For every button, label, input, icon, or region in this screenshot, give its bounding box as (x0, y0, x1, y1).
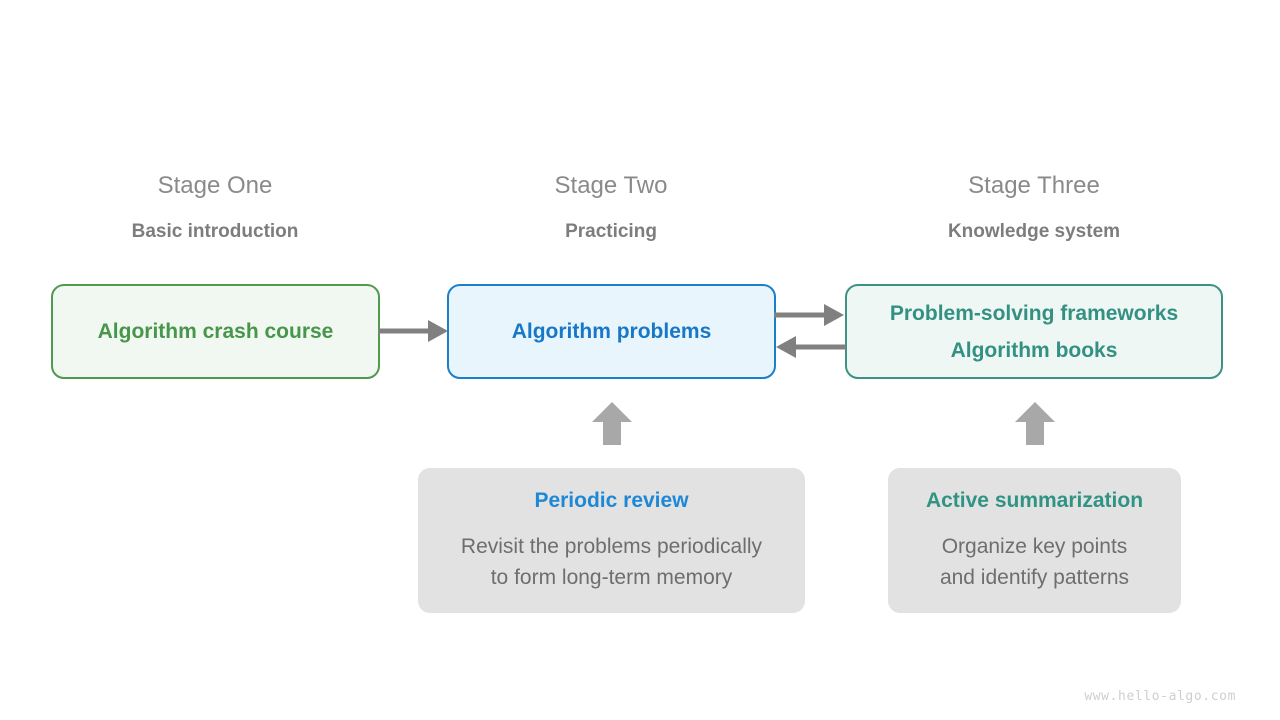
periodic-review-body-line1: Revisit the problems periodically (460, 535, 763, 558)
stage-header-one: Stage One Basic introduction (35, 172, 395, 244)
watermark: www.hello-algo.com (1084, 689, 1236, 704)
stage-one-box-label: Algorithm crash course (97, 320, 334, 343)
periodic-review-title: Periodic review (534, 489, 689, 512)
stage-three-subtitle: Knowledge system (947, 221, 1121, 242)
active-summarization-body-line2: and identify patterns (939, 566, 1130, 589)
arrow-stage-one-to-two-icon (378, 320, 448, 342)
arrow-stage-two-to-three-icon (774, 304, 844, 326)
arrow-active-summarization-up-icon (1015, 402, 1055, 445)
stage-header-three: Stage Three Knowledge system (854, 172, 1214, 244)
stage-three-title: Stage Three (968, 172, 1100, 199)
support-box-periodic-review[interactable]: Periodic review Revisit the problems per… (418, 468, 805, 613)
arrow-periodic-review-up-icon (592, 402, 632, 445)
stage-two-box[interactable]: Algorithm problems (447, 284, 776, 379)
stage-three-box-label-line1: Problem-solving frameworks (889, 301, 1179, 325)
stage-three-box-label-line2: Algorithm books (950, 338, 1118, 362)
periodic-review-body-line2: to form long-term memory (490, 566, 733, 589)
stage-two-subtitle: Practicing (565, 221, 657, 242)
stage-two-title: Stage Two (554, 172, 668, 199)
stage-two-box-label: Algorithm problems (511, 320, 712, 343)
stage-three-box[interactable]: Problem-solving frameworks Algorithm boo… (845, 284, 1223, 379)
active-summarization-title: Active summarization (925, 489, 1144, 512)
stage-one-title: Stage One (157, 172, 273, 199)
stage-one-subtitle: Basic introduction (131, 221, 299, 242)
stage-header-two: Stage Two Practicing (431, 172, 791, 244)
arrow-stage-three-to-two-icon (776, 336, 846, 358)
stage-one-box[interactable]: Algorithm crash course (51, 284, 380, 379)
active-summarization-body-line1: Organize key points (941, 535, 1128, 558)
support-box-active-summarization[interactable]: Active summarization Organize key points… (888, 468, 1181, 613)
